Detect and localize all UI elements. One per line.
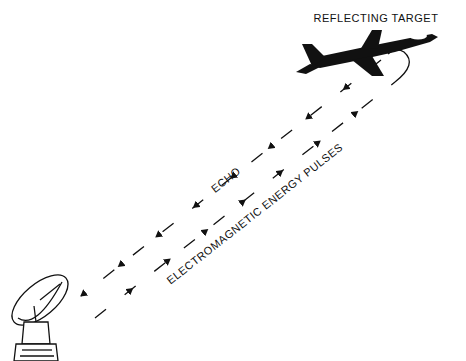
- airplane: [296, 30, 438, 76]
- echo-label: ECHO: [209, 165, 242, 195]
- radar-antenna: [4, 266, 77, 361]
- target-label: REFLECTING TARGET: [314, 13, 439, 24]
- pulse-arrows: [95, 82, 395, 318]
- echo-arrows: [81, 60, 381, 296]
- pulses-label: ELECTROMAGNETIC ENERGY PULSES: [165, 142, 345, 287]
- reflection-hook: [388, 50, 409, 82]
